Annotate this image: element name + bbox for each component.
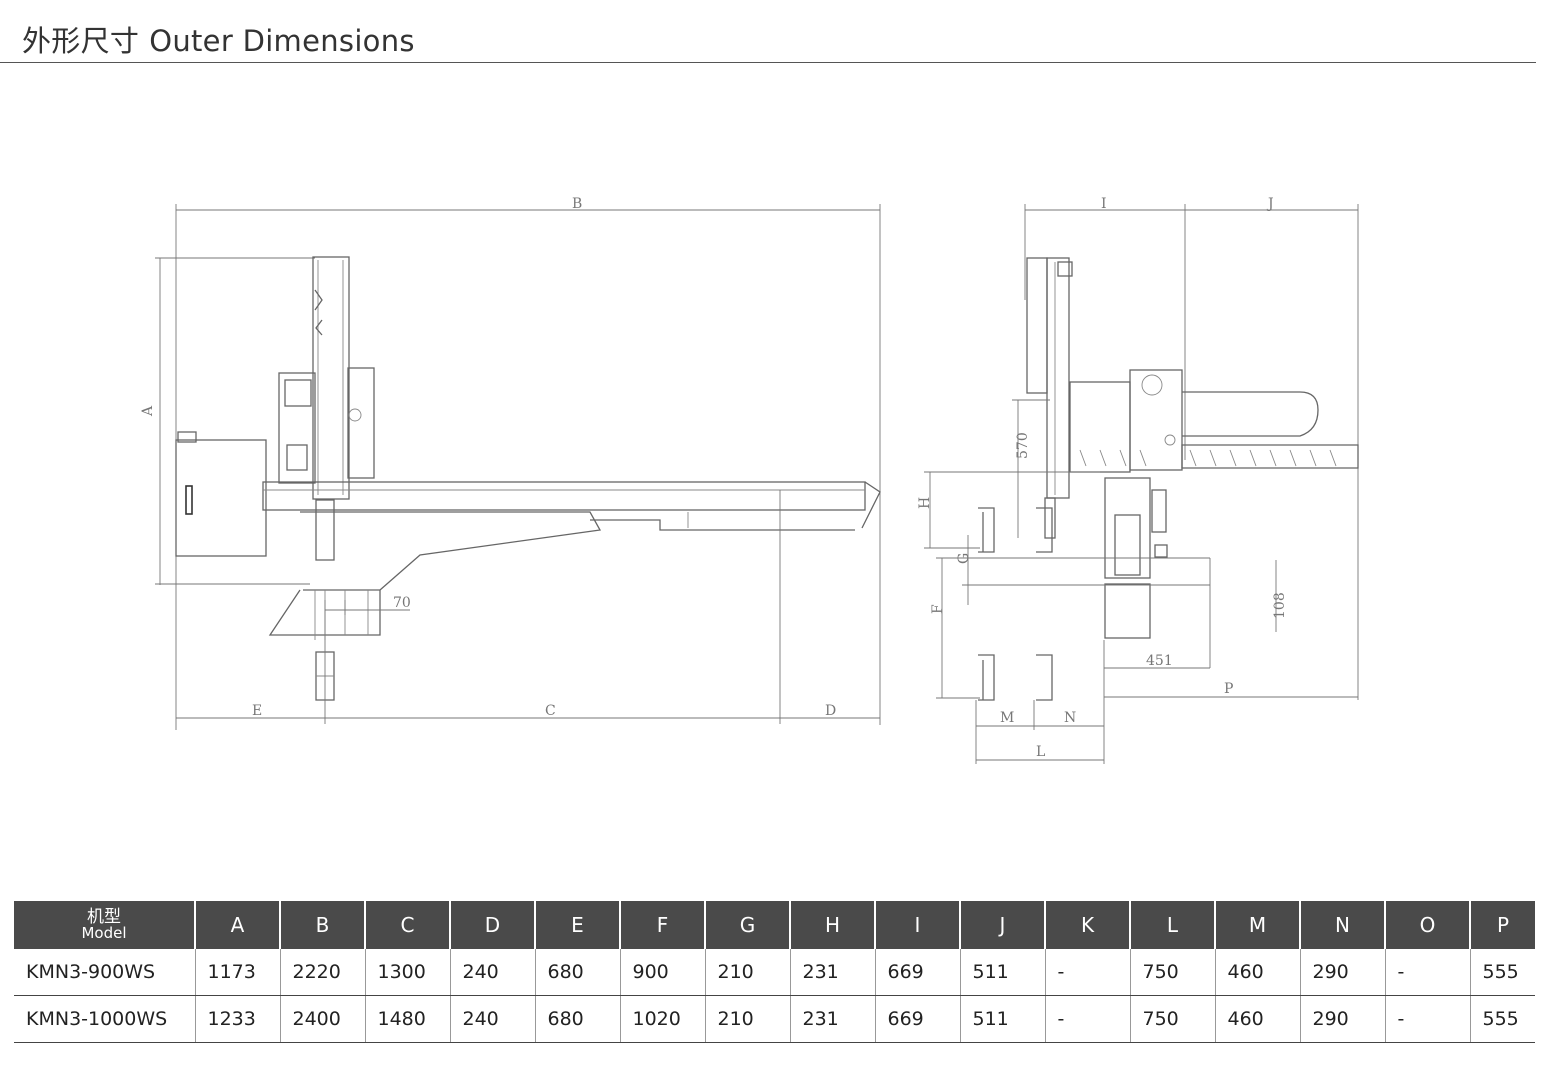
- label-L: L: [1036, 744, 1045, 760]
- cell-M: 460: [1215, 995, 1301, 1043]
- label-B: B: [572, 196, 582, 212]
- header-K: K: [1045, 901, 1131, 949]
- cell-O: -: [1385, 949, 1471, 996]
- cell-H: 231: [790, 949, 876, 996]
- cell-K: -: [1045, 949, 1131, 996]
- cell-D: 240: [450, 995, 536, 1043]
- label-C: C: [545, 703, 556, 719]
- header-P: P: [1470, 901, 1535, 949]
- cell-A: 1173: [195, 949, 281, 996]
- cell-D: 240: [450, 949, 536, 996]
- header-H: H: [790, 901, 876, 949]
- title-english: Outer Dimensions: [149, 24, 415, 58]
- cell-C: 1300: [365, 949, 451, 996]
- cell-J: 511: [960, 949, 1046, 996]
- header-model-cn: 机型: [87, 907, 121, 927]
- label-I: I: [1101, 196, 1107, 212]
- label-N: N: [1064, 710, 1076, 726]
- header-L: L: [1130, 901, 1216, 949]
- cell-F: 1020: [620, 995, 706, 1043]
- side-view: I J 570 H: [917, 196, 1359, 764]
- cell-M: 460: [1215, 949, 1301, 996]
- label-A: A: [140, 405, 156, 417]
- row-model: KMN3-1000WS: [14, 995, 196, 1043]
- cell-P: 555: [1470, 949, 1535, 996]
- label-M: M: [1000, 710, 1014, 726]
- cell-I: 669: [875, 949, 961, 996]
- header-model: 机型 Model: [14, 901, 196, 949]
- header-F: F: [620, 901, 706, 949]
- label-E: E: [252, 703, 262, 719]
- label-451: 451: [1146, 653, 1173, 669]
- label-D: D: [825, 703, 836, 719]
- cell-I: 669: [875, 995, 961, 1043]
- label-P: P: [1224, 681, 1233, 697]
- cell-F: 900: [620, 949, 706, 996]
- label-J: J: [1266, 196, 1274, 212]
- cell-A: 1233: [195, 995, 281, 1043]
- front-view: B A 70: [140, 196, 881, 730]
- header-C: C: [365, 901, 451, 949]
- cell-G: 210: [705, 995, 791, 1043]
- header-D: D: [450, 901, 536, 949]
- header-model-en: Model: [81, 924, 127, 942]
- header-E: E: [535, 901, 621, 949]
- header-A: A: [195, 901, 281, 949]
- label-H: H: [917, 497, 933, 509]
- cell-B: 2400: [280, 995, 366, 1043]
- cell-N: 290: [1300, 995, 1386, 1043]
- cell-N: 290: [1300, 949, 1386, 996]
- cell-B: 2220: [280, 949, 366, 996]
- header-J: J: [960, 901, 1046, 949]
- cell-L: 750: [1130, 995, 1216, 1043]
- cell-H: 231: [790, 995, 876, 1043]
- dimensions-table: 机型 Model A B C D E F G H I J K L M N O P…: [14, 901, 1535, 1043]
- cell-L: 750: [1130, 949, 1216, 996]
- cell-E: 680: [535, 995, 621, 1043]
- page-title: 外形尺寸 Outer Dimensions: [22, 18, 415, 60]
- table-header-row: 机型 Model A B C D E F G H I J K L M N O P: [14, 901, 1535, 949]
- cell-J: 511: [960, 995, 1046, 1043]
- cell-E: 680: [535, 949, 621, 996]
- header-M: M: [1215, 901, 1301, 949]
- header-N: N: [1300, 901, 1386, 949]
- label-108: 108: [1272, 592, 1288, 619]
- cell-G: 210: [705, 949, 791, 996]
- label-570: 570: [1015, 432, 1031, 459]
- header-G: G: [705, 901, 791, 949]
- cell-C: 1480: [365, 995, 451, 1043]
- table-row: KMN3-900WS 1173 2220 1300 240 680 900 21…: [14, 949, 1535, 996]
- title-divider: [0, 62, 1536, 63]
- header-O: O: [1385, 901, 1471, 949]
- header-B: B: [280, 901, 366, 949]
- header-I: I: [875, 901, 961, 949]
- table-row: KMN3-1000WS 1233 2400 1480 240 680 1020 …: [14, 995, 1535, 1043]
- cell-K: -: [1045, 995, 1131, 1043]
- cell-O: -: [1385, 995, 1471, 1043]
- label-70: 70: [393, 595, 411, 611]
- cell-P: 555: [1470, 995, 1535, 1043]
- row-model: KMN3-900WS: [14, 949, 196, 996]
- label-F: F: [930, 604, 946, 614]
- dimension-drawing: B A 70: [140, 196, 1359, 764]
- title-chinese: 外形尺寸: [22, 24, 140, 58]
